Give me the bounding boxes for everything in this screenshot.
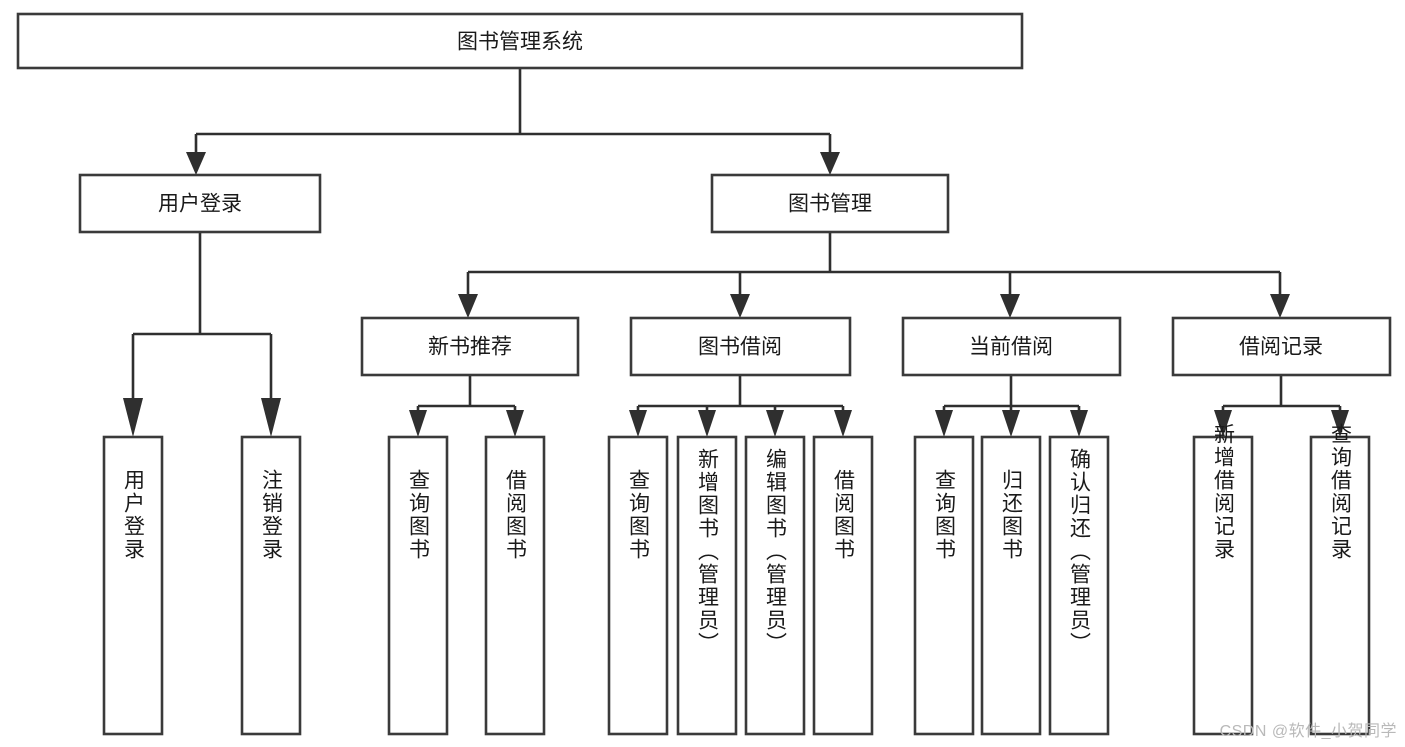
leaf-query-book-new-label: 查询图书 [407,469,431,561]
leaf-user-login-box[interactable] [102,435,164,736]
leaf-return-book[interactable]: 归还图书 [980,435,1042,736]
node-user-login-label: 用户登录 [158,193,242,216]
leaf-confirm-return-admin-box[interactable] [1048,435,1110,736]
arrow-head-leaf-return-book [1002,410,1020,437]
leaf-user-login[interactable]: 用户登录 [102,435,164,736]
node-book-borrow-box[interactable] [629,316,852,377]
arrow-head-leaf-add-book [698,410,716,437]
node-book-management-label: 图书管理 [788,193,872,216]
node-current-borrow-label: 当前借阅 [969,336,1053,359]
arrow-head-leaf-logout [261,398,281,437]
node-root-system[interactable]: 图书管理系统 [16,12,1024,70]
leaf-add-borrow-record[interactable]: 新增借阅记录 [1192,423,1254,736]
arrow-head-leaf-query-record [1331,410,1349,437]
leaf-edit-book-admin-label: 编辑图书（管理员） [764,448,788,655]
arrow-head-book-mgmt [820,152,840,175]
leaf-query-book-new[interactable]: 查询图书 [387,435,449,736]
leaf-return-book-label: 归还图书 [1000,469,1024,561]
leaf-add-book-admin-label: 新增图书（管理员） [696,448,720,655]
leaf-borrow-book-new-label: 借阅图书 [504,469,528,561]
arrow-head-leaf-user-login [123,398,143,437]
node-book-borrow-label: 图书借阅 [698,336,782,359]
arrow-head-leaf-borrow-book-nb [506,410,524,437]
arrow-head-book-borrow [730,294,750,318]
connectors-book-borrow-to-leaves [629,375,852,437]
arrow-head-user-login [186,152,206,175]
leaf-add-book-admin[interactable]: 新增图书（管理员） [676,435,738,736]
node-root-label: 图书管理系统 [457,31,583,54]
leaf-edit-book-admin[interactable]: 编辑图书（管理员） [744,435,806,736]
leaf-edit-book-admin-box[interactable] [744,435,806,736]
connectors-current-borrow-to-leaves [935,375,1088,437]
leaf-user-login-label: 用户登录 [122,469,146,561]
node-current-borrow[interactable]: 当前借阅 [901,316,1122,377]
arrow-head-leaf-add-record [1214,410,1232,437]
leaf-query-book-current-label: 查询图书 [933,469,957,561]
leaf-borrow-book-bb[interactable]: 借阅图书 [812,435,874,736]
node-user-login-box[interactable] [78,173,322,234]
leaf-logout-box[interactable] [240,435,302,736]
node-borrow-record-label: 借阅记录 [1239,336,1323,359]
connectors-user-login-to-leaves [123,232,281,437]
leaf-query-borrow-record-box[interactable] [1309,435,1371,736]
connectors-new-book-to-leaves [409,375,524,437]
leaf-query-borrow-record[interactable]: 查询借阅记录 [1309,423,1371,736]
connectors-borrow-record-to-leaves [1214,375,1349,437]
leaf-borrow-book-new-box[interactable] [484,435,546,736]
arrow-head-current-borrow [1000,294,1020,318]
arrow-head-new-book-recommend [458,294,478,318]
leaf-borrow-book-bb-box[interactable] [812,435,874,736]
leaf-query-book-borrow[interactable]: 查询图书 [607,435,669,736]
connectors-book-mgmt-to-level3 [458,232,1290,318]
leaf-query-book-current-box[interactable] [913,435,975,736]
node-borrow-record-box[interactable] [1171,316,1392,377]
node-user-login[interactable]: 用户登录 [78,173,322,234]
node-new-book-recommend-box[interactable] [360,316,580,377]
leaf-borrow-book-new[interactable]: 借阅图书 [484,435,546,736]
arrow-head-borrow-record [1270,294,1290,318]
arrow-head-leaf-edit-book [766,410,784,437]
node-current-borrow-box[interactable] [901,316,1122,377]
arrow-head-leaf-confirm-return [1070,410,1088,437]
leaf-borrow-book-bb-label: 借阅图书 [832,469,856,561]
leaf-add-book-admin-box[interactable] [676,435,738,736]
arrow-head-leaf-query-book-nb [409,410,427,437]
leaf-add-borrow-record-box[interactable] [1192,435,1254,736]
arrow-head-leaf-borrow-book-bb [834,410,852,437]
connectors-root-to-level2 [186,68,840,175]
leaf-return-book-box[interactable] [980,435,1042,736]
arrow-head-leaf-query-book-cb [935,410,953,437]
node-book-management[interactable]: 图书管理 [710,173,950,234]
leaf-query-borrow-record-label: 查询借阅记录 [1329,423,1353,561]
leaf-logout-label: 注销登录 [260,469,284,561]
leaf-logout[interactable]: 注销登录 [240,435,302,736]
leaf-query-book-new-box[interactable] [387,435,449,736]
node-book-management-box[interactable] [710,173,950,234]
leaf-confirm-return-admin[interactable]: 确认归还（管理员） [1048,435,1110,736]
node-root-box[interactable] [16,12,1024,70]
leaf-query-book-current[interactable]: 查询图书 [913,435,975,736]
leaf-add-borrow-record-label: 新增借阅记录 [1212,423,1236,561]
arrow-head-leaf-query-book-bb [629,410,647,437]
leaf-confirm-return-admin-label: 确认归还（管理员） [1068,448,1092,655]
leaf-query-book-borrow-label: 查询图书 [627,469,651,561]
node-new-book-recommend-label: 新书推荐 [428,336,512,359]
node-book-borrow[interactable]: 图书借阅 [629,316,852,377]
node-new-book-recommend[interactable]: 新书推荐 [360,316,580,377]
node-borrow-record[interactable]: 借阅记录 [1171,316,1392,377]
leaf-query-book-borrow-box[interactable] [607,435,669,736]
